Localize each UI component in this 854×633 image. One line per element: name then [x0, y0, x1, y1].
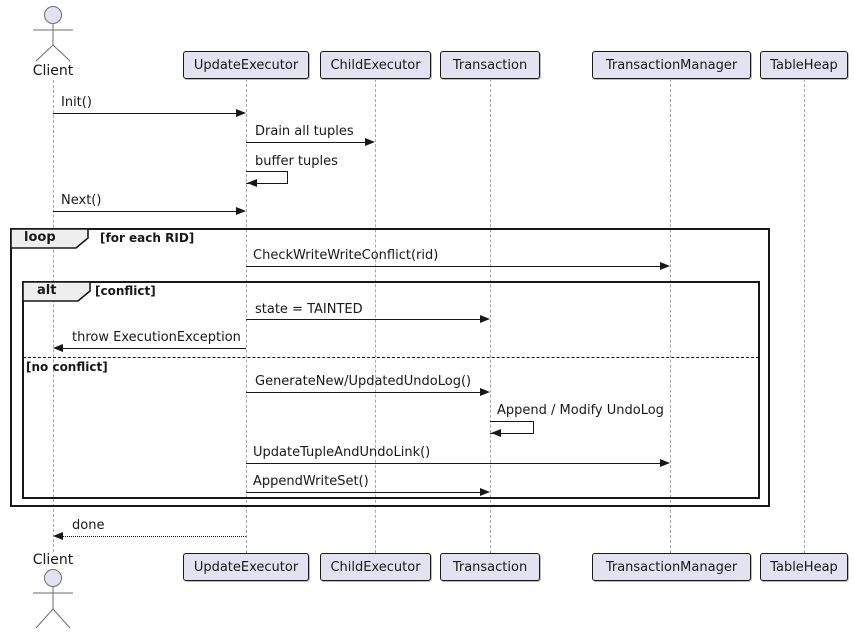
selfmessage-append-modify-undolog	[490, 421, 534, 434]
lifeline-childexecutor	[375, 79, 376, 553]
actor-bottom-icon	[29, 567, 77, 633]
message-label-append-modify-undolog: Append / Modify UndoLog	[497, 403, 664, 418]
participant-top-tableheap: TableHeap	[760, 51, 848, 79]
lifeline-transaction	[490, 79, 491, 553]
alt-else-condition: [no conflict]	[26, 360, 108, 374]
alt-frame	[22, 281, 760, 499]
loop-frame	[10, 228, 770, 507]
message-line-drain-all-tuples	[246, 142, 365, 143]
message-line-state-tainted	[246, 319, 481, 320]
message-line-generatenew-updatedundolog	[246, 392, 481, 393]
message-label-drain-all-tuples: Drain all tuples	[255, 124, 354, 139]
message-label-init: Init()	[61, 95, 92, 110]
participant-bottom-transaction: Transaction	[440, 553, 540, 581]
arrowhead-next	[236, 207, 246, 215]
alt-divider	[23, 357, 759, 358]
actor-top-icon	[29, 3, 77, 63]
arrowhead-state-tainted	[480, 315, 490, 323]
message-label-state-tainted: state = TAINTED	[255, 302, 363, 317]
participant-top-transaction: Transaction	[440, 51, 540, 79]
arrowhead-drain-all-tuples	[365, 138, 375, 146]
participant-top-childexecutor: ChildExecutor	[320, 51, 431, 79]
participant-bottom-childexecutor: ChildExecutor	[320, 553, 431, 581]
lifeline-client	[53, 80, 54, 552]
message-line-done	[62, 536, 246, 537]
participant-bottom-updateexecutor: UpdateExecutor	[183, 553, 309, 581]
message-line-checkwritewriteconflict	[246, 266, 661, 267]
message-label-next: Next()	[61, 193, 102, 208]
participant-top-transactionmanager: TransactionManager	[592, 51, 751, 79]
loop-frame-tab	[10, 228, 90, 249]
arrowhead-appendwriteset	[480, 488, 490, 496]
lifeline-updateexecutor	[246, 79, 247, 553]
alt-frame-tab	[22, 281, 94, 302]
arrowhead-buffer-tuples	[247, 179, 257, 187]
message-label-checkwritewriteconflict: CheckWriteWriteConflict(rid)	[253, 248, 439, 263]
participant-bottom-transactionmanager: TransactionManager	[592, 553, 751, 581]
arrowhead-checkwritewriteconflict	[660, 262, 670, 270]
arrowhead-generatenew-updatedundolog	[480, 388, 490, 396]
message-label-generatenew-updatedundolog: GenerateNew/UpdatedUndoLog()	[255, 374, 472, 389]
selfmessage-buffer-tuples	[246, 171, 288, 184]
arrowhead-updatetupleandundolink	[660, 459, 670, 467]
message-label-buffer-tuples: buffer tuples	[255, 154, 338, 169]
message-line-appendwriteset	[246, 492, 481, 493]
participant-top-updateexecutor: UpdateExecutor	[183, 51, 309, 79]
message-line-next	[53, 211, 237, 212]
participant-bottom-tableheap: TableHeap	[760, 553, 848, 581]
arrowhead-done	[53, 532, 63, 540]
alt-frame-label: alt	[37, 283, 57, 298]
message-label-appendwriteset: AppendWriteSet()	[253, 474, 369, 489]
loop-frame-label: loop	[24, 230, 56, 245]
alt-frame-condition: [conflict]	[95, 284, 156, 298]
arrowhead-append-modify-undolog	[491, 429, 501, 437]
message-label-done: done	[72, 518, 105, 533]
loop-frame-condition: [for each RID]	[100, 231, 195, 245]
message-label-throw-executionexception: throw ExecutionException	[72, 330, 241, 345]
arrowhead-throw-executionexception	[53, 344, 63, 352]
actor-top-label: Client	[32, 63, 74, 79]
lifeline-transactionmanager	[670, 79, 671, 553]
message-line-throw-executionexception	[62, 348, 246, 349]
message-line-init	[53, 113, 237, 114]
arrowhead-init	[236, 109, 246, 117]
message-line-updatetupleandundolink	[246, 463, 661, 464]
actor-bottom-label: Client	[32, 552, 74, 568]
message-label-updatetupleandundolink: UpdateTupleAndUndoLink()	[253, 445, 431, 460]
lifeline-tableheap	[804, 79, 805, 553]
